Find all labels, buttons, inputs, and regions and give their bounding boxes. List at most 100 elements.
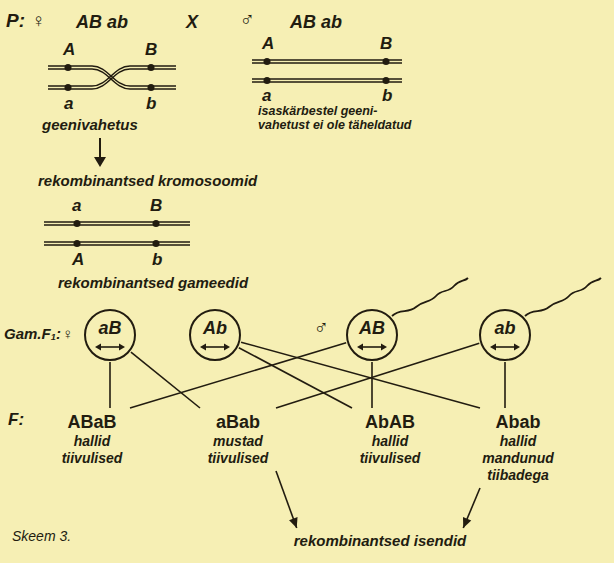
gene-letter: b <box>146 94 156 114</box>
arrow-head <box>95 344 101 351</box>
connector-line <box>276 471 297 528</box>
process-label: geenivahetus <box>42 116 138 133</box>
gene-letter: a <box>64 94 73 114</box>
node-title: AbAB <box>346 412 434 433</box>
figure-number: Skeem 3. <box>12 528 71 544</box>
gene-letter: b <box>152 250 162 270</box>
process-arrow <box>94 138 106 167</box>
arrow-shaft <box>204 346 226 348</box>
node-description: hallid tiivulised <box>346 433 434 467</box>
gene-dots <box>74 220 160 247</box>
gene-letter: B <box>145 40 157 60</box>
gene-dot <box>383 58 390 65</box>
gene-dot <box>153 240 160 247</box>
arrow-head <box>357 344 363 351</box>
result-arrow <box>276 471 298 528</box>
gene-letter: B <box>150 196 162 216</box>
connector-line <box>504 362 506 408</box>
connector-line <box>131 352 200 408</box>
generation-label: F: <box>8 410 24 430</box>
gene-letter: a <box>262 86 271 106</box>
connector-line <box>276 343 479 408</box>
connector-line <box>241 342 480 408</box>
gene-dots <box>65 64 155 91</box>
node-description: hallid mandunud tiibadega <box>474 433 562 484</box>
chromatid-arrow <box>199 342 231 352</box>
gene-letter: B <box>380 34 392 54</box>
gene-dot <box>264 58 271 65</box>
arrow-shaft <box>361 346 383 348</box>
result-arrow <box>463 488 480 528</box>
gene-dot <box>65 64 72 71</box>
gene-dot <box>153 220 160 227</box>
male-chromosomes <box>252 60 402 82</box>
arrow-head <box>514 344 520 351</box>
arrow-head <box>463 517 471 528</box>
offspring-group: AbABhallid tiivulised <box>344 410 436 469</box>
chromosome-strand <box>44 222 190 245</box>
offspring-group: Ababhallid mandunud tiibadega <box>472 410 564 486</box>
inheritance-line <box>505 362 506 408</box>
chromatid-arrow <box>356 342 388 352</box>
gene-dot <box>65 84 72 91</box>
node-title: aBab <box>194 412 282 433</box>
sperm-tail <box>525 278 601 316</box>
gene-letter: A <box>72 250 84 270</box>
gene-dot <box>148 84 155 91</box>
inheritance-line <box>241 342 480 408</box>
cross-sign: X <box>186 12 198 33</box>
chromatid-arrow <box>489 342 521 352</box>
generation-label: P: ♀ <box>6 10 45 32</box>
offspring-group: aBabmustad tiivulised <box>192 410 284 469</box>
note-label: isaskärbestel geeni- vahetust ei ole täh… <box>258 104 412 133</box>
gene-dot <box>264 77 271 84</box>
gene-dot <box>148 64 155 71</box>
sex-symbol: ♂ <box>238 8 253 31</box>
genotype-label: AB ab <box>290 12 342 33</box>
process-label: rekombinantsed kromosoomid <box>38 172 257 189</box>
gene-letter: b <box>382 86 392 106</box>
gene-letter: a <box>72 196 81 216</box>
gene-dot <box>74 240 81 247</box>
arrow-head <box>224 344 230 351</box>
inheritance-line <box>131 352 200 408</box>
node-title: Abab <box>474 412 562 433</box>
recombinant-chromosomes <box>44 222 190 245</box>
arrow-head <box>94 157 106 167</box>
offspring-group: ABaBhallid tiivulised <box>46 410 138 469</box>
gene-letter: A <box>262 34 274 54</box>
arrow-shaft <box>99 346 121 348</box>
node-title: Ab <box>191 311 239 338</box>
process-label: rekombinantsed gameedid <box>58 274 248 291</box>
gamete-circle: ab <box>479 309 531 361</box>
node-title: ABaB <box>48 412 136 433</box>
connector-line <box>463 488 480 528</box>
connector-line <box>109 362 111 408</box>
arrow-head <box>119 344 125 351</box>
arrow-head <box>381 344 387 351</box>
chromatid-arrow <box>94 342 126 352</box>
node-description: hallid tiivulised <box>48 433 136 467</box>
node-description: mustad tiivulised <box>194 433 282 467</box>
gamete-circle: aB <box>84 309 136 361</box>
gene-dots <box>264 58 390 84</box>
gene-dot <box>74 220 81 227</box>
node-title: ab <box>481 311 529 338</box>
node-title: aB <box>86 311 134 338</box>
arrow-head <box>200 344 206 351</box>
inheritance-line <box>110 362 111 408</box>
arrow-shaft <box>99 138 101 159</box>
arrow-head <box>289 517 297 528</box>
arrow-shaft <box>494 346 516 348</box>
node-title: rekombinantsed isendid <box>294 532 467 550</box>
node-title: AB <box>348 311 396 338</box>
connector-line <box>371 362 373 408</box>
result-note: rekombinantsed isendid <box>289 530 472 552</box>
connector-line <box>130 343 346 408</box>
chromosome-strand <box>252 60 402 82</box>
gene-letter: A <box>63 40 75 60</box>
gamete-circle: Ab <box>189 309 241 361</box>
generation-label: Gam.F₁:♀ <box>4 325 72 342</box>
inheritance-line <box>130 343 346 408</box>
